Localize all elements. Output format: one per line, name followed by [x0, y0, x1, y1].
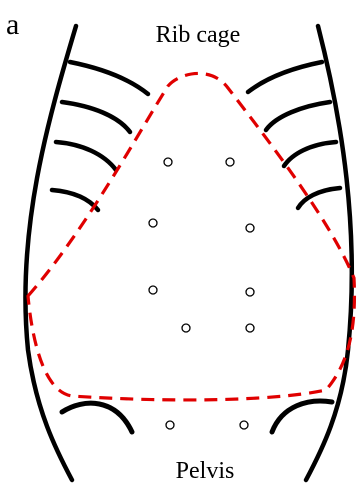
left-ribs — [52, 62, 148, 210]
measurement-point — [149, 219, 157, 227]
abdominal-region-outline — [28, 73, 354, 399]
measurement-points — [149, 158, 254, 429]
right-ribs — [248, 62, 340, 208]
left-rib-4 — [52, 190, 98, 210]
left-rib-1 — [70, 62, 148, 94]
left-torso-outline — [25, 26, 76, 480]
right-rib-1 — [248, 62, 322, 92]
right-rib-2 — [266, 102, 330, 130]
panel-letter: a — [6, 8, 19, 41]
measurement-point — [246, 224, 254, 232]
left-pelvis-bone — [62, 403, 132, 432]
measurement-point — [226, 158, 234, 166]
measurement-point — [166, 421, 174, 429]
right-torso-outline — [306, 26, 352, 480]
measurement-point — [240, 421, 248, 429]
measurement-point — [182, 324, 190, 332]
rib-cage-label: Rib cage — [156, 22, 241, 48]
measurement-point — [149, 286, 157, 294]
left-rib-2 — [62, 102, 130, 132]
measurement-point — [246, 288, 254, 296]
left-rib-3 — [56, 142, 116, 170]
right-rib-3 — [284, 142, 336, 166]
pelvis-label: Pelvis — [176, 458, 235, 484]
measurement-point — [246, 324, 254, 332]
right-pelvis-bone — [272, 401, 332, 432]
measurement-point — [164, 158, 172, 166]
